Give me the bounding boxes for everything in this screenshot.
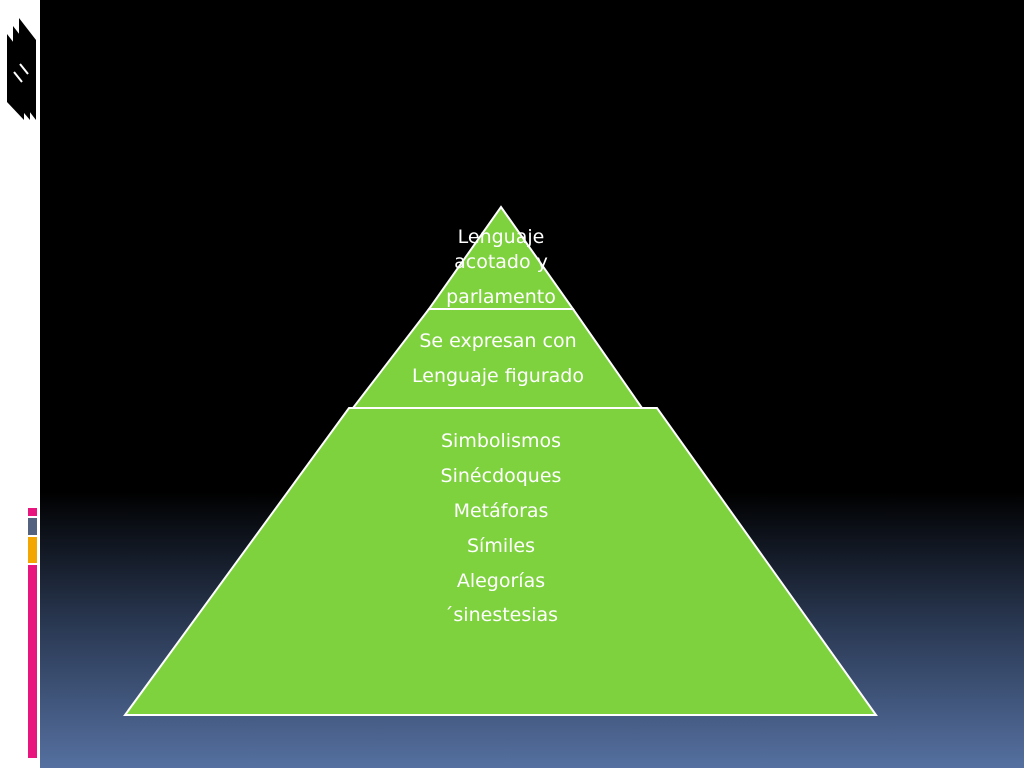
tier-3-line-1: Simbolismos [441, 430, 561, 452]
accent-bar-pink-long [28, 565, 37, 758]
tier-3-line-4: Símiles [467, 535, 535, 557]
tier-2-line-1: Se expresan con [419, 330, 576, 352]
tier-1-line-1: Lenguaje [458, 226, 545, 248]
tier-1-line-3: parlamento [446, 286, 556, 308]
stacked-pages-icon [7, 18, 36, 120]
tier-1-line-2: acotado y [454, 251, 548, 273]
pyramid-tier-2 [350, 308, 644, 409]
pyramid-tier-3 [123, 407, 878, 716]
accent-bar-pink-top [28, 508, 37, 516]
tier-3-line-2: Sinécdoques [441, 465, 562, 487]
accent-bar-slate [28, 518, 37, 535]
accent-bars [28, 508, 37, 758]
tier-2-line-2: Lenguaje figurado [412, 365, 584, 387]
tier-3-line-3: Metáforas [454, 500, 549, 522]
tier-3-line-5: Alegorías [457, 570, 545, 592]
tier-3-line-6: ´sinestesias [444, 604, 558, 626]
accent-bar-gold [28, 537, 37, 563]
